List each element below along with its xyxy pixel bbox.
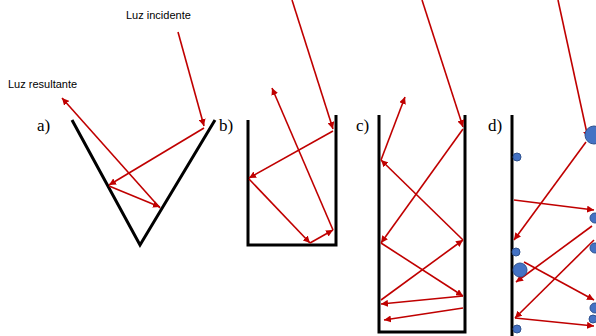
ray	[515, 240, 594, 318]
particle	[590, 303, 596, 313]
particle	[590, 243, 596, 253]
panel-letter: c)	[356, 117, 369, 136]
ray	[524, 262, 594, 300]
ray	[292, 0, 333, 129]
ray	[514, 200, 594, 210]
v-groove	[72, 120, 215, 245]
panel-letter: d)	[488, 117, 502, 136]
particles	[512, 126, 596, 333]
ray	[62, 98, 160, 208]
ray	[249, 131, 333, 178]
ray	[381, 97, 405, 160]
ray	[422, 0, 463, 127]
particle	[590, 213, 596, 223]
ray	[109, 186, 160, 207]
particle	[513, 153, 521, 161]
ray	[381, 240, 463, 300]
light-rays	[62, 0, 594, 326]
panel-letter: b)	[219, 117, 233, 136]
particle	[513, 263, 527, 277]
ray	[272, 88, 333, 230]
particle-wall	[511, 115, 514, 336]
particle	[585, 126, 596, 144]
ray-caption: Luz resultante	[8, 78, 77, 90]
ray	[249, 179, 310, 243]
ray	[381, 296, 463, 304]
ray	[178, 32, 204, 126]
deep-cavity	[379, 115, 465, 332]
panel-letter: a)	[37, 117, 50, 136]
wall-outlines	[72, 115, 512, 336]
ray	[514, 142, 586, 240]
ray	[515, 318, 594, 326]
ray	[558, 0, 588, 138]
ray	[384, 308, 463, 320]
particle	[512, 248, 520, 256]
ray	[109, 128, 204, 185]
particle	[589, 315, 596, 323]
particle	[513, 325, 521, 333]
ray	[381, 129, 463, 243]
ray	[381, 160, 463, 240]
ray-caption: Luz incidente	[126, 9, 191, 21]
ray	[310, 230, 333, 243]
